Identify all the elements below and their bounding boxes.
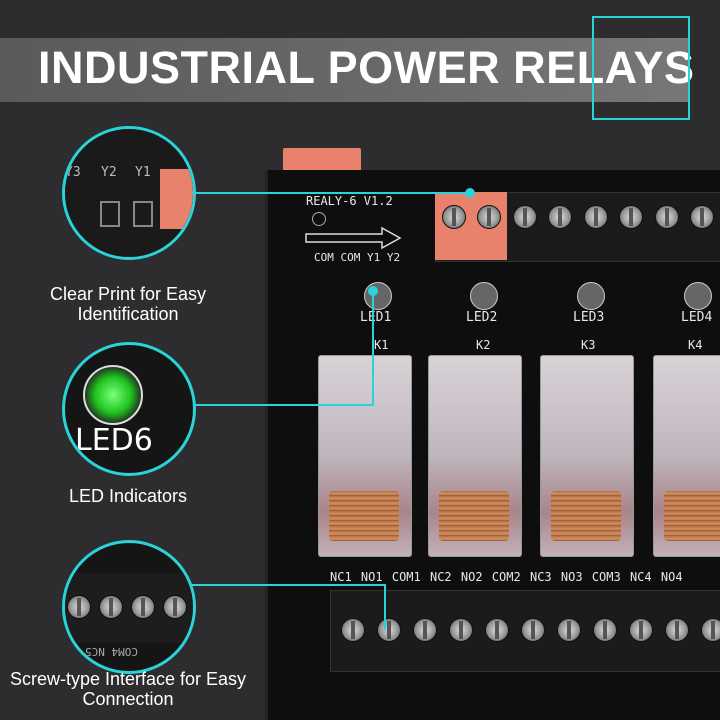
screw-terminal[interactable] [557,618,581,642]
relay-board: REALY-6 V1.2 COM COM Y1 Y2 LED1 LED2 LED… [265,170,720,720]
callout-caption: LED Indicators [68,486,188,506]
screw-terminal[interactable] [377,618,401,642]
screw-terminal[interactable] [449,618,473,642]
callout-screw-detail: COM4 NC5 [62,540,196,674]
mount-hole [312,212,326,226]
relay-label: K4 [688,338,703,352]
callout-caption: Clear Print for Easy Identification [49,284,207,324]
page-title: INDUSTRIAL POWER RELAYS [38,42,695,93]
screw-terminal[interactable] [521,618,545,642]
screw-terminal[interactable] [593,618,617,642]
title-banner [0,38,690,102]
screw-terminal[interactable] [584,205,608,229]
callout-caption: Screw-type Interface for Easy Connection [9,669,247,709]
led-label: LED1 [360,310,392,325]
led-icon [577,282,605,310]
led-label: LED4 [681,310,713,325]
led-lit-icon [83,365,143,425]
screw-terminal[interactable] [665,618,689,642]
callout-line [372,290,374,406]
screw-terminal[interactable] [619,205,643,229]
callout-line [192,584,386,586]
led-label: LED2 [466,310,498,325]
callout-line [384,584,386,630]
decorative-bracket [592,118,690,120]
relay [428,355,522,557]
screw-terminal[interactable] [548,205,572,229]
screw-terminal[interactable] [477,205,501,229]
callout-line [192,404,374,406]
relay-label: K2 [476,338,491,352]
output-labels: NC1 NO1 COM1 NC2 NO2 COM2 NC3 NO3 COM3 N… [330,570,683,584]
relay-label: K3 [581,338,596,352]
callout-dot [368,286,378,296]
screw-terminal[interactable] [690,205,714,229]
relay [653,355,720,557]
relay-label: K1 [374,338,389,352]
input-labels: COM COM Y1 Y2 [314,251,401,264]
led-label: LED3 [573,310,605,325]
callout-dot [465,188,475,198]
screw-terminal[interactable] [341,618,365,642]
screw-terminal[interactable] [629,618,653,642]
callout-line [192,192,470,194]
callout-print-detail: Y3 Y2 Y1 [62,126,196,260]
led-icon [684,282,712,310]
relay [540,355,634,557]
screw-terminal[interactable] [485,618,509,642]
led-icon [364,282,392,310]
board-model: REALY-6 V1.2 [306,194,393,208]
arrow-icon [304,226,404,255]
screw-terminal[interactable] [701,618,720,642]
screw-terminal[interactable] [442,205,466,229]
din-rail-clip [283,148,361,172]
decorative-bracket [592,16,690,120]
decorative-bracket [592,16,594,118]
callout-led-detail: LED6 [62,342,196,476]
screw-terminal[interactable] [655,205,679,229]
screw-terminal[interactable] [513,205,537,229]
led-icon [470,282,498,310]
screw-terminal[interactable] [413,618,437,642]
relay [318,355,412,557]
